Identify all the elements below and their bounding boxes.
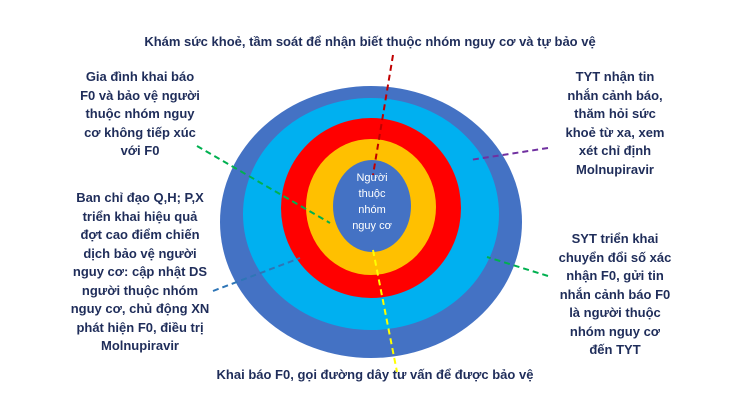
bottom-label: Khai báo F0, gọi đường dây tư vấn để đượ…	[216, 367, 534, 382]
right-bottom-label: SYT triển khai chuyển đổi số xác nhận F0…	[558, 231, 672, 357]
inner-circle	[333, 160, 411, 252]
left-bottom-label: Ban chỉ đạo Q,H; P,X triển khai hiệu quả…	[70, 190, 210, 353]
connector-yellow	[372, 249, 398, 373]
top-label: Khám sức khoẻ, tầm soát để nhận biết thu…	[144, 34, 596, 49]
connector-green-left	[196, 145, 331, 224]
center-label: Người thuộc nhóm nguy cơ	[352, 172, 392, 232]
connector-purple	[469, 147, 549, 161]
connector-green-right	[486, 256, 549, 277]
connector-blue	[212, 257, 301, 292]
right-top-label: TYT nhận tin nhắn cảnh báo, thăm hỏi sức…	[565, 69, 665, 177]
connector-red	[372, 54, 394, 176]
left-top-label: Gia đình khai báo F0 và bảo vệ người thu…	[80, 69, 200, 158]
